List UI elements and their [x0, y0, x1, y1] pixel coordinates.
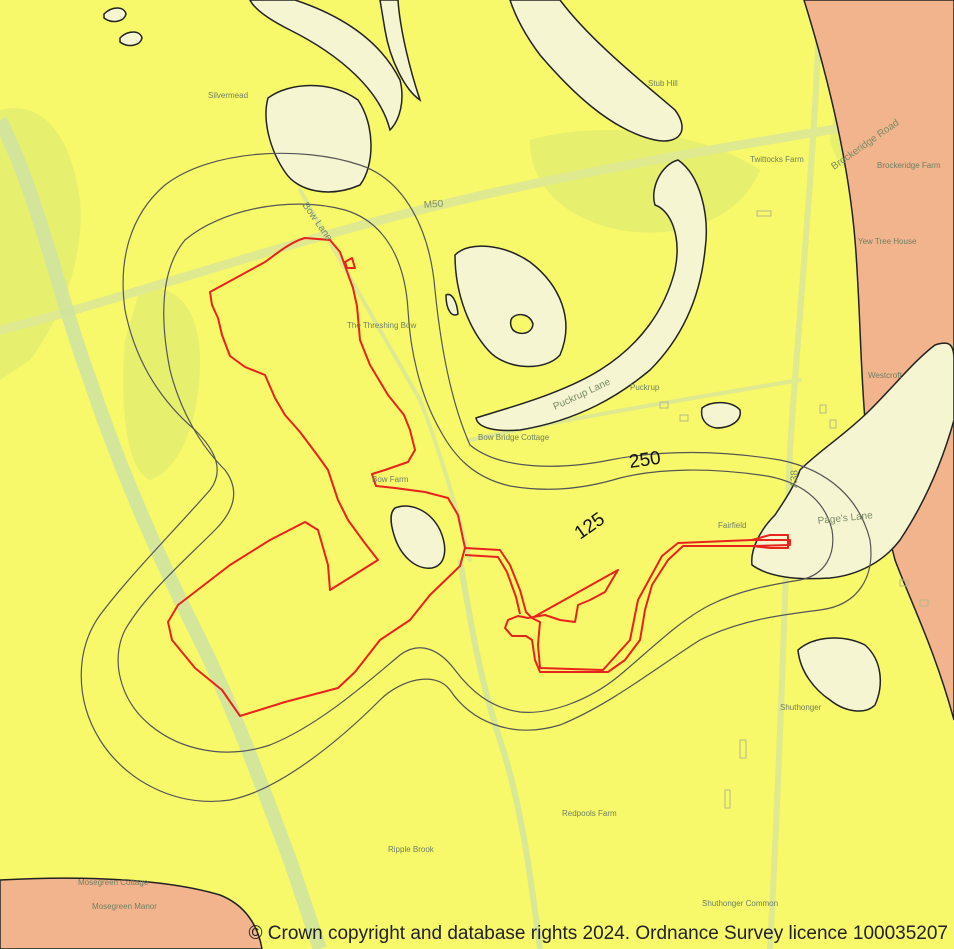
site-boundary-nub — [344, 257, 356, 269]
place-label: The Threshing Bow — [347, 321, 416, 330]
place-label: Brockeridge Farm — [877, 161, 941, 170]
building-marker — [679, 414, 689, 422]
place-label: Shuthonger Common — [702, 899, 778, 908]
building-marker — [659, 401, 669, 409]
river-corridor — [0, 116, 327, 949]
puckrup-lane-road — [468, 378, 802, 442]
place-label: Mosegreen Manor — [92, 902, 157, 911]
place-label: Mosegreen Cottage — [78, 878, 149, 887]
site-boundary-east-end — [751, 534, 789, 549]
building-marker — [739, 739, 747, 759]
place-labels: Silvermead Stub Hill Twittocks Farm Broc… — [78, 79, 941, 911]
pale-zone-north-blob — [265, 84, 372, 193]
buffer-label-250: 250 — [628, 448, 662, 473]
site-cable-corridor — [464, 547, 533, 619]
place-label: Bow Bridge Cottage — [478, 433, 550, 442]
pale-zone-small-a — [445, 293, 459, 316]
pale-zone-south-east — [797, 637, 881, 712]
brook-stream — [457, 559, 543, 949]
site-boundary-main — [167, 237, 466, 717]
pale-zone-hook — [475, 159, 708, 432]
place-label: Puckrup — [630, 383, 660, 392]
pale-zone-puckrup-pond — [700, 401, 741, 429]
building-marker — [919, 599, 929, 607]
copyright-notice: © Crown copyright and database rights 20… — [248, 923, 949, 944]
buffer-125-contour — [117, 203, 834, 753]
salmon-zone-south-west — [0, 877, 263, 949]
building-marker — [899, 579, 909, 587]
buffer-250-contour — [80, 152, 872, 802]
place-label: Redpools Farm — [562, 809, 617, 818]
bow-lane-road — [298, 188, 472, 562]
pale-zone-puckrup-loop — [454, 245, 567, 368]
place-label: Twittocks Farm — [750, 155, 804, 164]
building-marker — [756, 210, 772, 217]
building-markers — [659, 210, 929, 809]
building-marker — [819, 404, 827, 414]
place-label: Fairfield — [718, 521, 746, 530]
place-label: Stub Hill — [648, 79, 678, 88]
pale-zone-north-strip — [249, 0, 403, 132]
place-label: Shuthonger — [780, 703, 822, 712]
pale-zone-north-east — [509, 0, 683, 142]
buffer-contours — [80, 152, 872, 802]
site-boundary-east — [504, 539, 791, 673]
pale-zone-bow-farm-pond — [390, 505, 446, 569]
place-label: Yew Tree House — [858, 237, 917, 246]
building-marker — [724, 789, 731, 809]
woodland-area — [123, 288, 200, 480]
road-label-a38: A38 — [789, 470, 801, 489]
site-boundary[interactable] — [167, 237, 791, 717]
m50-motorway — [0, 105, 954, 335]
pale-zone-east-lobe — [751, 342, 954, 580]
place-label: Silvermead — [208, 91, 248, 100]
pale-zones — [103, 0, 954, 712]
place-label: Westcroft — [868, 371, 902, 380]
building-marker — [829, 419, 837, 429]
pale-zone-top-band — [379, 0, 422, 102]
place-label: Bow Farm — [372, 475, 409, 484]
pale-zone-north-west-fleck — [103, 7, 143, 47]
place-label: Ripple Brook — [388, 845, 435, 854]
road-label-m50: M50 — [423, 199, 444, 211]
a38-road — [767, 0, 823, 949]
